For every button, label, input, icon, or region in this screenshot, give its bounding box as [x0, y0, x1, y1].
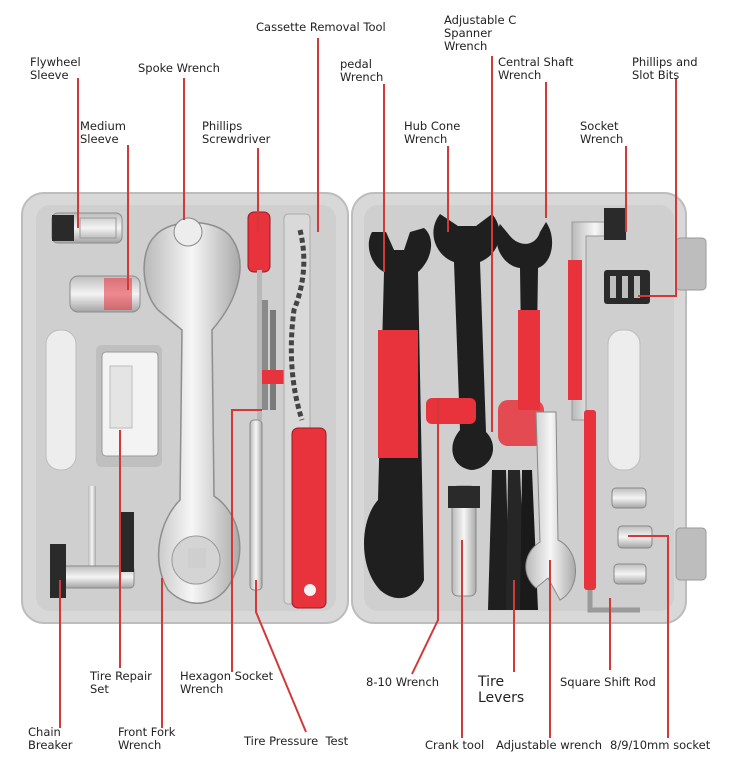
label-adjustable-c-spanner-wrench: Adjustable C Spanner Wrench [444, 13, 517, 53]
label-spoke-wrench: Spoke Wrench [138, 61, 220, 75]
label-tire-pressure-test: Tire Pressure Test [244, 734, 349, 748]
label-chain-breaker: Chain Breaker [28, 725, 73, 752]
pedal-wrench [364, 228, 432, 599]
adjustable-wrench [525, 411, 576, 601]
label-crank-tool: Crank tool [425, 738, 485, 752]
central-shaft-wrench [498, 400, 544, 446]
label-front-fork-wrench: Front Fork Wrench [118, 725, 176, 752]
8-10-wrench [426, 398, 476, 424]
flywheel-sleeve [51, 212, 123, 244]
chain-whip [283, 213, 327, 609]
label-medium-sleeve: Medium Sleeve [80, 119, 126, 146]
square-shift-rod [584, 410, 640, 613]
label-cassette-removal-tool: Cassette Removal Tool [256, 20, 386, 34]
adjustable-c-spanner [496, 222, 553, 410]
spoke-wrench [143, 217, 241, 604]
label-socket-8-9-10mm: 8/9/10mm socket [610, 738, 711, 752]
label-socket-wrench: Socket Wrench [580, 119, 624, 146]
label-phillips-screwdriver: Phillips Screwdriver [202, 119, 271, 146]
tire-repair-kit-box [101, 351, 159, 457]
label-8-10-wrench: 8-10 Wrench [366, 675, 440, 689]
label-hub-cone-wrench: Hub Cone Wrench [404, 119, 461, 146]
crank-tool [448, 485, 480, 597]
medium-sleeve [69, 275, 141, 313]
label-hexagon-socket-wrench: Hexagon Socket Wrench [180, 669, 274, 696]
label-phillips-and-slot-bits: Phillips and Slot Bits [632, 55, 698, 82]
phillips-slot-bits [604, 270, 650, 304]
socket-wrench-l [568, 208, 626, 421]
label-tire-levers: Tire Levers [478, 674, 525, 706]
label-central-shaft-wrench: Central Shaft Wrench [498, 55, 574, 82]
tire-pressure-gauge [249, 419, 263, 591]
case-hinges [675, 237, 707, 581]
label-adjustable-wrench: Adjustable wrench [496, 738, 603, 752]
hexagon-wrench-set [262, 300, 284, 410]
leader-lines [59, 38, 677, 738]
label-tire-repair-set: Tire Repair Set [90, 669, 152, 696]
label-flywheel-sleeve: Flywheel Sleeve [30, 55, 81, 82]
label-pedal-wrench: pedal Wrench [340, 57, 384, 84]
label-square-shift-rod: Square Shift Rod [560, 675, 656, 689]
chain-breaker [50, 486, 135, 598]
phillips-screwdriver [247, 211, 271, 420]
